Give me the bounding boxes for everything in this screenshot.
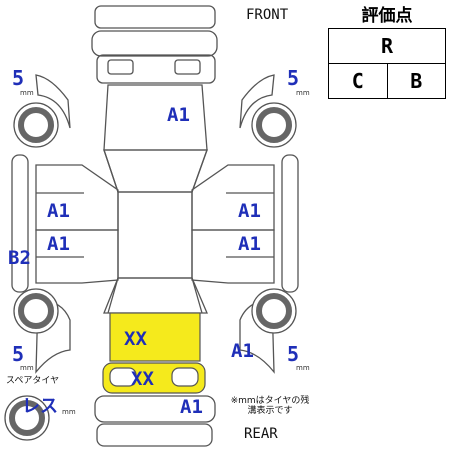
rocker-left [11, 154, 29, 293]
windshield [103, 149, 208, 193]
mark-hood: A1 [167, 104, 190, 126]
tire-unit-front-left: mm [20, 89, 34, 97]
rear-glass [103, 277, 208, 314]
front-bumper [91, 30, 218, 57]
fender-front-right [239, 74, 275, 129]
tire-depth-front-left: 5 [12, 66, 25, 90]
mark-right-rear-door: A1 [238, 233, 261, 255]
tire-front-right [251, 102, 297, 148]
grade-interior: C [328, 63, 388, 99]
rear-label: REAR [244, 426, 278, 442]
mark-trunk: XX [124, 328, 147, 350]
grade-exterior: B [386, 63, 446, 99]
tire-depth-rear-right: 5 [287, 342, 300, 366]
tire-unit-rear-right: mm [296, 364, 310, 372]
front-label: FRONT [246, 7, 289, 23]
door-rear-left [35, 229, 119, 284]
mark-right-rear-fender: A1 [231, 340, 254, 362]
door-front-right [191, 164, 275, 231]
tire-rear-left [13, 288, 59, 334]
rear-bumper-lower [94, 395, 216, 423]
tire-note: ※mmはタイヤの残溝表示です [230, 396, 310, 417]
front-light-left [107, 59, 134, 75]
hood-panel [103, 84, 208, 151]
grade-title: 評価点 [361, 6, 413, 26]
mark-rear-bumper: A1 [180, 396, 203, 418]
trunk-highlight [109, 312, 201, 362]
door-front-left [35, 164, 119, 231]
mark-left-rear-door: A1 [47, 233, 70, 255]
tire-depth-front-right: 5 [287, 66, 300, 90]
spare-tire-unit: mm [62, 408, 76, 416]
tire-spare [4, 395, 50, 441]
mark-left-rocker: B2 [8, 247, 31, 269]
mark-rear-panel: XX [131, 368, 154, 390]
grade-box: 評価点 R C B [328, 4, 446, 99]
grade-table: R C B [328, 28, 446, 99]
tire-unit-rear-left: mm [20, 364, 34, 372]
front-bumper-upper [94, 5, 216, 29]
rocker-right [281, 154, 299, 293]
spare-tire-value: レス [22, 396, 58, 417]
mark-right-front-door: A1 [238, 200, 261, 222]
roof-panel [117, 191, 193, 279]
tire-unit-front-right: mm [296, 89, 310, 97]
tire-depth-rear-left: 5 [12, 342, 25, 366]
rear-bumper-bottom [96, 423, 213, 447]
front-grille [96, 54, 216, 84]
tire-rear-right [251, 288, 297, 334]
fender-front-left [35, 74, 71, 129]
front-light-right [174, 59, 201, 75]
spare-tire-label: スペアタイヤ [6, 376, 60, 386]
grade-overall: R [328, 28, 446, 64]
tire-front-left [13, 102, 59, 148]
door-rear-right [191, 229, 275, 284]
mark-left-front-door: A1 [47, 200, 70, 222]
